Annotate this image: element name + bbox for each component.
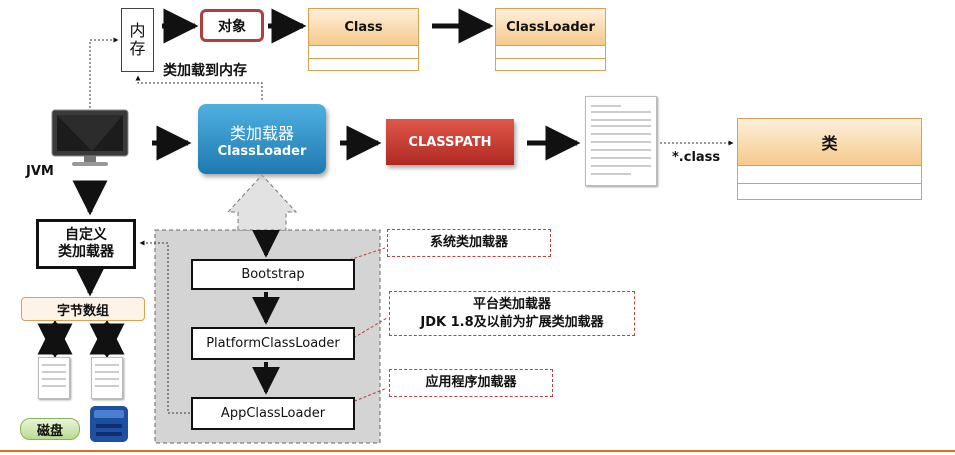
dotted-app-to-custom bbox=[139, 240, 190, 414]
app-label: AppClassLoader bbox=[220, 406, 326, 421]
class-uml-header: Class bbox=[309, 9, 418, 46]
platform-label: PlatformClassLoader bbox=[206, 336, 340, 351]
target-class-uml-box: 类 bbox=[737, 118, 922, 200]
load-to-memory-label: 类加载到内存 bbox=[163, 63, 247, 79]
class-uml-row bbox=[309, 46, 418, 59]
document-icon bbox=[38, 357, 70, 399]
class-uml-box: Class bbox=[308, 8, 419, 71]
class-file-document-icon bbox=[585, 96, 657, 186]
document-icon bbox=[91, 357, 123, 399]
byte-array-box: 字节数组 bbox=[21, 297, 145, 321]
note-system-loader: 系统类加载器 bbox=[387, 229, 551, 257]
disk-label-box: 磁盘 bbox=[20, 418, 80, 440]
memory-label-line2: 存 bbox=[129, 39, 146, 58]
custom-loader-box: 自定义 类加载器 bbox=[36, 219, 136, 269]
main-loader-line1: 类加载器 bbox=[229, 123, 294, 143]
target-class-row bbox=[738, 166, 921, 184]
jvm-label: JVM bbox=[26, 164, 54, 179]
memory-label-line1: 内 bbox=[129, 20, 146, 40]
custom-loader-line2: 类加载器 bbox=[58, 244, 114, 260]
classloader-uml-row bbox=[496, 59, 605, 71]
bootstrap-loader-box: Bootstrap bbox=[191, 259, 355, 290]
note-system-text: 系统类加载器 bbox=[429, 235, 508, 251]
target-class-header: 类 bbox=[738, 119, 921, 166]
byte-array-label: 字节数组 bbox=[56, 303, 109, 319]
class-uml-row bbox=[309, 59, 418, 71]
classloader-uml-box: ClassLoader bbox=[495, 8, 606, 71]
note-platform-loader: 平台类加载器 JDK 1.8及以前为扩展类加载器 bbox=[389, 291, 635, 336]
note-app-loader: 应用程序加载器 bbox=[389, 369, 553, 397]
classloader-uml-row bbox=[496, 46, 605, 59]
object-box: 对象 bbox=[200, 9, 264, 42]
target-class-row bbox=[738, 184, 921, 201]
hollow-up-arrow bbox=[226, 174, 298, 231]
disk-label: 磁盘 bbox=[36, 423, 63, 439]
classpath-label: CLASSPATH bbox=[408, 134, 492, 150]
custom-loader-line1: 自定义 bbox=[65, 226, 107, 243]
note-platform-line2: JDK 1.8及以前为扩展类加载器 bbox=[420, 314, 604, 330]
object-label: 对象 bbox=[218, 18, 246, 35]
main-loader-line2: ClassLoader bbox=[217, 143, 307, 159]
note-leader-platform bbox=[344, 317, 388, 344]
dotted-loader-to-memory bbox=[135, 75, 263, 100]
dotted-jvm-to-memory bbox=[89, 37, 119, 108]
note-platform-line1: 平台类加载器 bbox=[472, 296, 551, 312]
memory-box: 内 存 bbox=[121, 8, 154, 72]
classloader-uml-header: ClassLoader bbox=[496, 9, 605, 46]
monitor-icon bbox=[50, 108, 130, 168]
main-classloader-box: 类加载器 ClassLoader bbox=[198, 104, 326, 174]
app-loader-box: AppClassLoader bbox=[191, 397, 355, 430]
platform-loader-box: PlatformClassLoader bbox=[191, 327, 355, 360]
dot-class-label: *.class bbox=[672, 150, 721, 165]
bootstrap-label: Bootstrap bbox=[241, 267, 305, 282]
classpath-box: CLASSPATH bbox=[386, 119, 514, 165]
note-app-text: 应用程序加载器 bbox=[425, 375, 517, 391]
disk-icon bbox=[86, 400, 132, 446]
